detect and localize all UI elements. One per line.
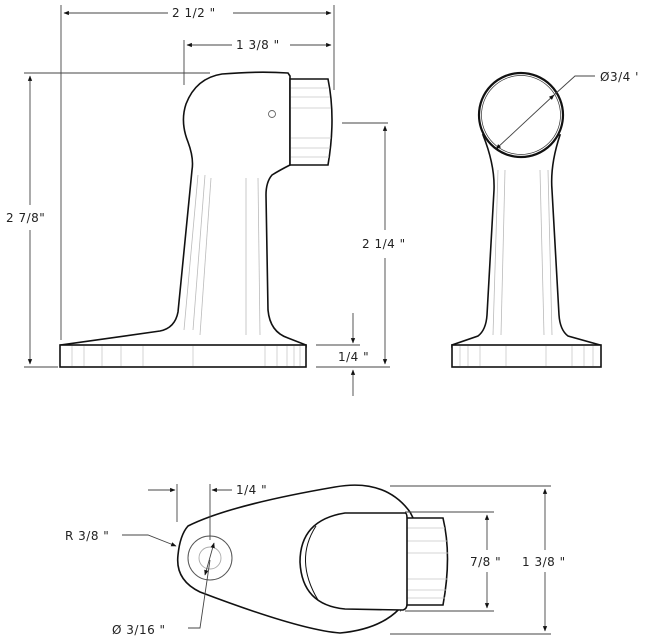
top-view-head <box>299 512 408 611</box>
dim-base-width: 1 3/8 " <box>522 555 566 569</box>
dim-end-radius: R 3/8 " <box>65 529 109 543</box>
dim-head-diameter: Ø3/4 ' <box>600 70 639 84</box>
front-view: Ø3/4 ' <box>451 70 639 368</box>
set-screw-hole <box>268 110 276 118</box>
dim-bumper-width: 1 3/8 " <box>236 38 280 52</box>
side-view: 2 1/2 " 1 3/8 " 2 7/8" 2 1/4 " 1/4 " <box>6 5 406 396</box>
front-view-base <box>451 344 602 368</box>
dim-overall-height: 2 7/8" <box>6 211 45 225</box>
dim-bumper-diameter: 7/8 " <box>470 555 501 569</box>
dim-hole-diameter: Ø 3/16 " <box>112 623 166 637</box>
top-view-bumper <box>404 517 449 606</box>
side-view-body <box>60 71 307 348</box>
side-view-base <box>59 344 307 368</box>
dim-hole-offset: 1/4 " <box>236 483 267 497</box>
dim-bumper-height: 2 1/4 " <box>362 237 406 251</box>
front-view-stem <box>451 134 601 348</box>
front-view-head <box>477 71 565 159</box>
side-view-bumper <box>289 78 333 166</box>
dim-base-thickness: 1/4 " <box>338 350 369 364</box>
dim-overall-width: 2 1/2 " <box>172 6 216 20</box>
top-view: 1/4 " R 3/8 " Ø 3/16 " 7/8 " 1 3/8 " <box>65 483 566 637</box>
